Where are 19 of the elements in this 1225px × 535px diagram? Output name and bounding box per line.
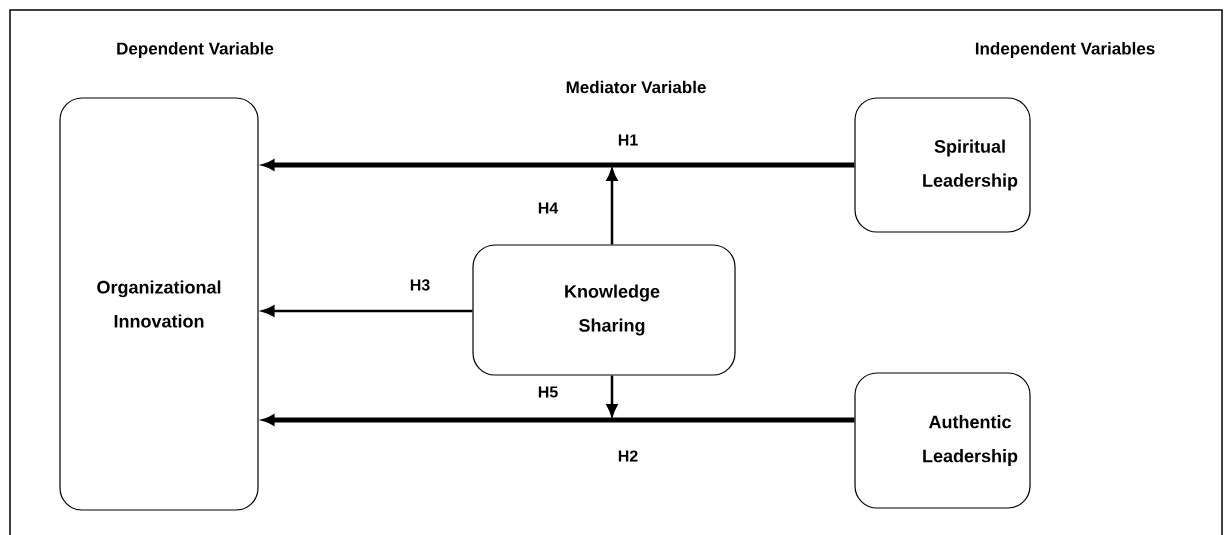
node-text: Organizational Innovation	[97, 280, 221, 328]
arrow	[606, 375, 618, 417]
edge-label: H3	[408, 278, 432, 292]
edge-label: H5	[536, 385, 560, 399]
edge-label: H4	[536, 201, 560, 215]
arrow	[606, 168, 618, 245]
column-heading: Mediator Variable	[566, 80, 706, 94]
edge-label: H2	[616, 449, 640, 463]
column-heading: Independent Variables	[975, 42, 1155, 58]
node-text: Knowledge Sharing	[565, 284, 660, 336]
variable-box	[59, 97, 259, 511]
variable-box	[854, 97, 1031, 233]
edge-label: H1	[616, 133, 640, 147]
node-text: Spiritual Leadership	[923, 139, 1018, 191]
variable-box	[854, 372, 1031, 509]
column-heading: Dependent Variable	[117, 42, 274, 58]
variable-box	[472, 244, 736, 376]
node-text: Authentic Leadership	[923, 415, 1018, 466]
arrow	[262, 305, 473, 317]
